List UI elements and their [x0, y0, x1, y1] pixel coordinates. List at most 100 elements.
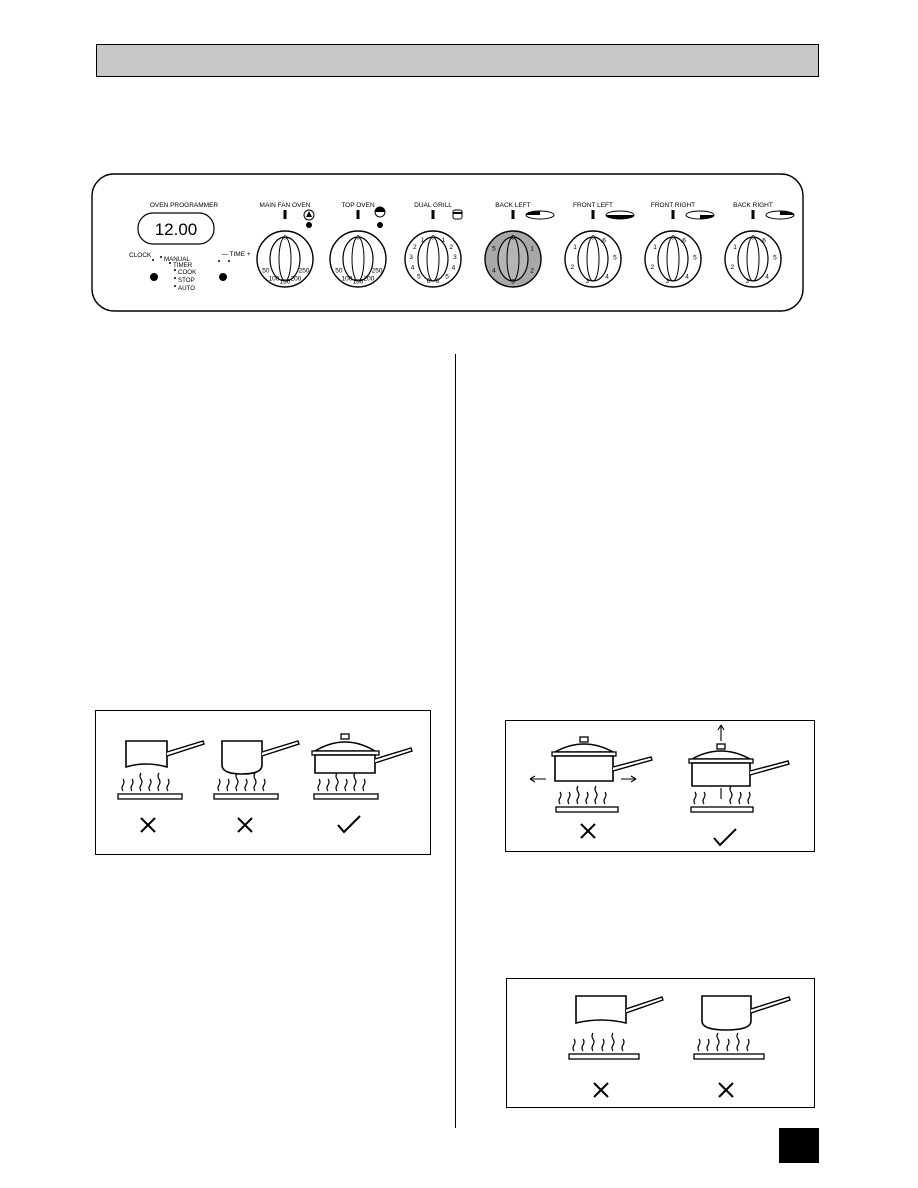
back-left-dial-mark: 0 — [511, 235, 515, 242]
back-left-dial-mark: 5 — [492, 246, 496, 253]
cross-icon — [237, 817, 253, 833]
pan-convex-base — [213, 740, 300, 800]
dual-grill-dial-mark: 2 — [449, 244, 453, 251]
dual-grill-dial-mark: 1 — [421, 237, 425, 244]
indicator-light — [377, 222, 383, 228]
top-oven-icon — [374, 206, 386, 218]
main-fan-oven-label: MAIN FAN OVEN — [260, 202, 311, 209]
front-right-label: FRONT RIGHT — [651, 202, 695, 209]
clock-button[interactable] — [150, 273, 158, 281]
time-label: — TIME + — [221, 251, 251, 258]
main-fan-oven-dial-mark: 250 — [299, 268, 310, 275]
programmer-title: OVEN PROGRAMMER — [150, 202, 219, 209]
oven-programmer: OVEN PROGRAMMER 12.00 CLOCK — TIME + MAN… — [129, 202, 251, 292]
pan-fitted-to-plate — [688, 724, 790, 813]
dual-grill-dial-mark: 6 — [427, 278, 431, 285]
back-left-dial-mark: 3 — [511, 279, 515, 286]
main-fan-oven-indicator-mark — [283, 210, 287, 219]
grill-icon — [452, 209, 463, 220]
cross-icon — [140, 817, 156, 833]
hotplate-front-right-icon — [685, 210, 715, 220]
dual-grill-dial-mark: 6 — [436, 278, 440, 285]
main-fan-oven-dial-mark: 150 — [280, 279, 291, 286]
section-header-bar — [96, 44, 819, 77]
main-fan-oven-dial-mark: 100 — [269, 276, 280, 283]
back-left-indicator-mark — [511, 210, 515, 219]
top-oven-dial-mark: 250 — [372, 268, 383, 275]
back-right-dial-mark: 4 — [765, 273, 769, 280]
dual-grill-dial-mark: 1 — [441, 237, 445, 244]
back-left-dial-mark: 2 — [530, 268, 534, 275]
dual-grill-dial-mark: 5 — [445, 273, 449, 280]
dual-grill-dial-mark: 0 — [431, 235, 435, 242]
programmer-display-text: 12.00 — [155, 220, 198, 239]
top-oven-dial-mark: 0 — [356, 235, 360, 242]
dual-grill-dial-mark: 5 — [417, 273, 421, 280]
top-oven-dial-mark: 150 — [353, 279, 364, 286]
back-right-dial-mark: 3 — [745, 278, 749, 285]
dual-grill-indicator-mark — [431, 210, 435, 219]
front-right-dial-mark: 4 — [685, 273, 689, 280]
control-panel-diagram: OVEN PROGRAMMER 12.00 CLOCK — TIME + MAN… — [91, 173, 804, 312]
front-left-dial-mark: 1 — [573, 244, 577, 251]
front-right-dial-mark: 3 — [665, 278, 669, 285]
top-oven-label: TOP OVEN — [341, 202, 375, 209]
tick-icon — [713, 828, 737, 847]
hotplate-front-left-icon — [605, 210, 635, 220]
dual-grill-dial-mark: 2 — [413, 244, 417, 251]
dual-grill-dial-mark: 3 — [453, 254, 457, 261]
hotplate-back-right-icon — [765, 210, 795, 220]
time-button[interactable] — [219, 273, 227, 281]
top-oven-dial-mark: 100 — [342, 276, 353, 283]
back-right-indicator-mark — [751, 210, 755, 219]
top-oven-dial-mark: 50 — [335, 268, 343, 275]
front-left-dial-mark: 4 — [605, 273, 609, 280]
programmer-mode-stop: STOP — [178, 277, 195, 284]
front-left-indicator-mark — [591, 210, 595, 219]
back-right-dial-mark: 0 — [751, 235, 755, 242]
control-panel: OVEN PROGRAMMER 12.00 CLOCK — TIME + MAN… — [91, 173, 804, 312]
cross-icon — [593, 1082, 609, 1098]
back-left-dial-mark: 1 — [530, 246, 534, 253]
uneven-pan-illustration — [506, 978, 815, 1108]
back-right-label: BACK RIGHT — [733, 202, 773, 209]
back-right-dial-mark: 1 — [733, 244, 737, 251]
main-fan-oven-dial-mark: 0 — [283, 235, 287, 242]
back-left-label: BACK LEFT — [495, 202, 530, 209]
pan-concave-base — [117, 740, 205, 800]
top-oven-dial-mark: 200 — [364, 276, 375, 283]
back-right-dial-mark: 6 — [762, 237, 766, 244]
programmer-mode-manual: MANUAL — [164, 256, 190, 263]
page-number-box — [779, 1128, 819, 1163]
programmer-mode-auto: AUTO — [178, 285, 195, 292]
programmer-display — [137, 212, 215, 245]
front-right-dial-mark: 0 — [671, 235, 675, 242]
back-left-dial-mark: 4 — [492, 268, 496, 275]
front-left-label: FRONT LEFT — [573, 202, 613, 209]
dual-grill-dial-mark: 3 — [409, 254, 413, 261]
cross-icon — [580, 823, 596, 839]
front-right-dial-mark: 2 — [650, 264, 654, 271]
clock-label: CLOCK — [129, 252, 152, 259]
front-left-dial-mark: 6 — [602, 237, 606, 244]
programmer-mode-cook: COOK — [178, 269, 197, 276]
front-right-dial-mark: 1 — [653, 244, 657, 251]
dual-grill-dial-mark: 4 — [411, 265, 415, 272]
pan-concave-base — [568, 995, 664, 1060]
pan-size-illustration — [95, 710, 431, 855]
front-left-dial-mark: 0 — [591, 235, 595, 242]
fan-icon — [303, 209, 315, 221]
front-left-dial-mark: 2 — [570, 264, 574, 271]
pan-convex-base — [693, 995, 791, 1060]
cross-icon — [718, 1082, 734, 1098]
programmer-mode-timer: TIMER — [173, 262, 193, 269]
